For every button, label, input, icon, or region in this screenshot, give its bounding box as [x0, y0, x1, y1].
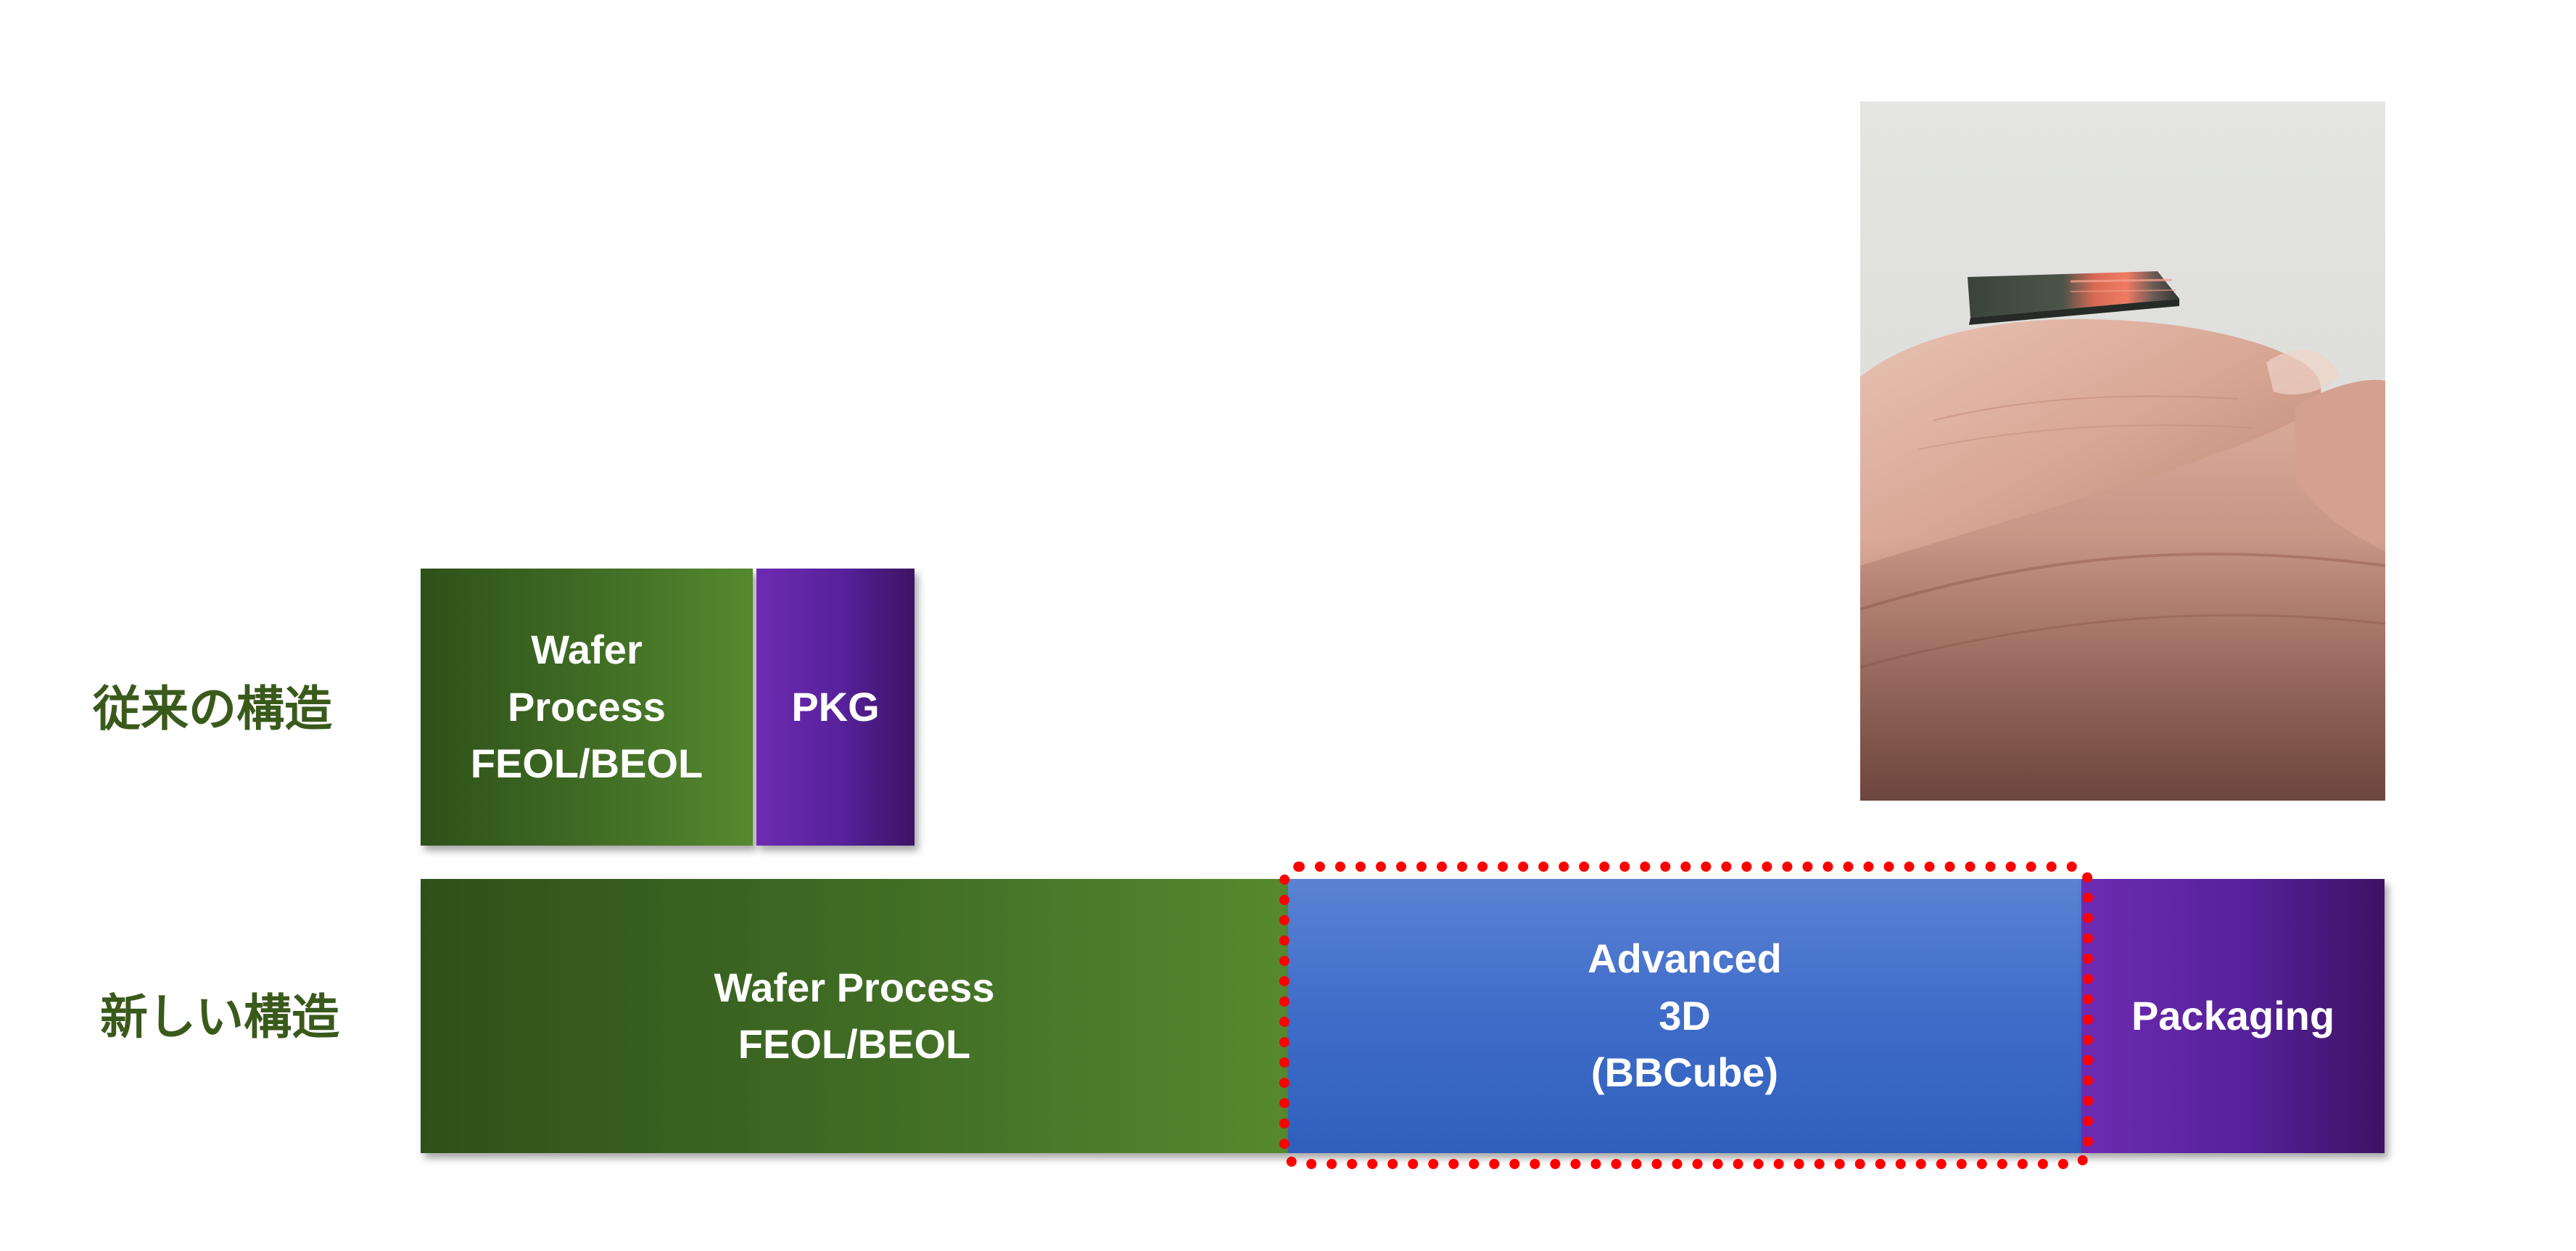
chip-photo-illustration — [1860, 102, 2385, 801]
conventional-pkg-label: PKG — [791, 683, 880, 730]
row-label-conventional: 従来の構造 — [93, 681, 332, 737]
chip-on-fingertip-photo — [1860, 102, 2385, 801]
new-wafer-process-label: Wafer Process FEOL/BEOL — [714, 964, 995, 1067]
new-wafer-process-block: Wafer Process FEOL/BEOL — [421, 879, 1288, 1153]
row-label-new: 新しい構造 — [100, 989, 339, 1045]
packaging-block: Packaging — [2081, 879, 2385, 1153]
advanced-3d-block: Advanced 3D (BBCube) — [1288, 879, 2081, 1153]
packaging-label: Packaging — [2131, 992, 2335, 1039]
conventional-wafer-process-label: Wafer Process FEOL/BEOL — [470, 627, 703, 787]
conventional-wafer-process-block: Wafer Process FEOL/BEOL — [421, 569, 753, 846]
conventional-pkg-block: PKG — [756, 569, 915, 846]
advanced-3d-label: Advanced 3D (BBCube) — [1588, 936, 1782, 1096]
